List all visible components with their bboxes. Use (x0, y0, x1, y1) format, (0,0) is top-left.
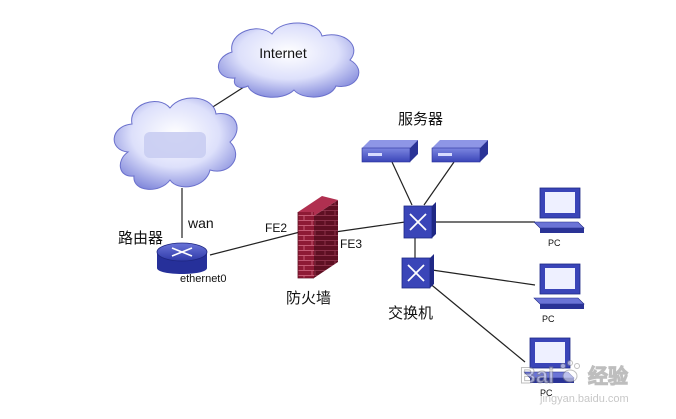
pc-label: PC (540, 388, 553, 398)
link-switch-pc3 (427, 281, 526, 363)
internet-cloud: Internet (218, 22, 360, 98)
isp-cloud (113, 97, 238, 190)
firewall (297, 196, 338, 279)
switch-bottom (401, 254, 434, 289)
switch-arrows-icon (409, 213, 427, 231)
blurred-label (144, 132, 206, 158)
ethernet-label: ethernet0 (180, 273, 226, 285)
router (156, 242, 208, 274)
switch-label: 交换机 (388, 304, 433, 322)
link-firewall-switch (334, 221, 406, 233)
servers-label: 服务器 (398, 110, 443, 128)
server-2 (431, 140, 488, 163)
fe2-label: FE2 (265, 221, 287, 235)
link-server2-switch (423, 161, 455, 206)
link-server1-switch (391, 161, 413, 206)
link-router-firewall (209, 231, 301, 256)
baidu-watermark: Bai 经验 jingyan.baidu.com (520, 360, 629, 405)
pc-label: PC (548, 238, 561, 248)
router-label: 路由器 (118, 229, 163, 247)
switch-arrows-icon (407, 264, 425, 282)
server-1 (361, 140, 418, 163)
pc-label: PC (542, 314, 555, 324)
paw-icon (560, 360, 580, 383)
watermark-brand-right: 经验 (588, 364, 628, 388)
pc-2: PC (533, 263, 585, 324)
wan-label: wan (187, 215, 214, 231)
internet-label: Internet (259, 45, 307, 61)
router-arrows-icon (171, 247, 193, 257)
connection-lines (179, 84, 536, 363)
pc-3: PC (523, 337, 575, 398)
fe3-label: FE3 (340, 237, 362, 251)
firewall-label: 防火墙 (286, 289, 331, 307)
pc-1: PC (533, 187, 585, 248)
link-switch-pc2 (431, 269, 536, 286)
watermark-brand-left: Bai (520, 363, 554, 388)
watermark-url: jingyan.baidu.com (539, 393, 629, 405)
switch-top (403, 202, 436, 239)
